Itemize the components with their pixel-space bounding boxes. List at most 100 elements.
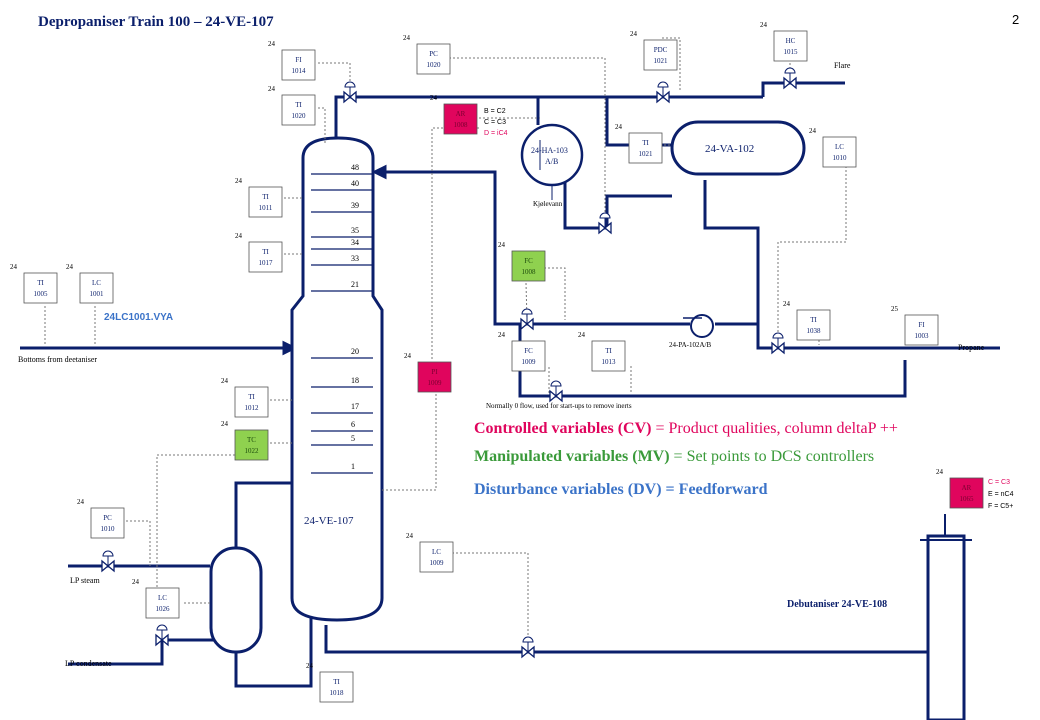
valve-actuator — [344, 81, 356, 88]
tray-number: 48 — [351, 163, 359, 172]
valve-lc1026[interactable] — [155, 624, 169, 647]
instruments: 24FI101424TI102024PC102024AR100824PDC102… — [10, 21, 984, 703]
valve-hot-bypass[interactable] — [598, 212, 612, 235]
instrument-area-prefix: 24 — [403, 34, 411, 42]
instrument-tag: TI — [37, 279, 44, 287]
instrument-box — [796, 309, 831, 341]
instrument-number: 1038 — [807, 327, 822, 335]
condenser-label: 24-HA-103 — [531, 146, 568, 155]
cooling-water-label: Kjølevann — [533, 200, 563, 208]
valve-actuator — [102, 550, 114, 557]
instrument-tag: FI — [295, 56, 302, 64]
instrument-number: 1009 — [522, 358, 537, 366]
instrument-number: 1013 — [602, 358, 617, 366]
instrument-box — [904, 314, 939, 346]
lc1001-tag-label: 24LC1001.VYA — [104, 312, 173, 323]
instrument-box — [417, 361, 452, 393]
instrument-lc1001[interactable]: 24LC1001 — [66, 263, 114, 304]
instrument-box — [23, 272, 58, 304]
ar1008-notes: B = C2 C = C3 D = iC4 — [484, 108, 508, 137]
startup-note: Normally 0 flow, used for start-ups to r… — [486, 402, 632, 410]
pump-label: 24-PA-102A/B — [669, 341, 711, 349]
lp-steam-label: LP steam — [70, 576, 100, 585]
feed-label: Bottoms from deetaniser — [18, 355, 97, 364]
valve-lc1009[interactable] — [521, 636, 535, 659]
instrument-tag: TI — [333, 678, 340, 686]
legend-cv-rest: = Product qualities, column deltaP ++ — [651, 420, 897, 437]
instrument-number: 1011 — [259, 204, 273, 212]
valve-pc1010[interactable] — [101, 550, 115, 573]
valve-hc1015[interactable] — [783, 67, 797, 90]
legend-dv-bold: Disturbance variables (DV) — [474, 481, 662, 498]
instrument-tag: TI — [295, 101, 302, 109]
instrument-box — [643, 39, 678, 71]
lp-condensate-line — [68, 638, 214, 666]
instrument-tag: FI — [918, 321, 925, 329]
instrument-tag: TI — [642, 139, 649, 147]
reboiler — [209, 546, 263, 654]
valve-fc1009[interactable] — [549, 380, 563, 403]
instrument-box — [822, 136, 857, 168]
valve-pdc1021[interactable] — [656, 81, 670, 104]
instrument-tag: TI — [262, 193, 269, 201]
flare-line — [761, 81, 845, 97]
valve-pc1020[interactable] — [343, 81, 357, 104]
bottoms-line — [324, 625, 950, 654]
instrument-tag: TI — [248, 393, 255, 401]
instrument-number: 1021 — [654, 57, 669, 65]
instrument-area-prefix: 24 — [760, 21, 768, 29]
valve-actuator — [772, 332, 784, 339]
instrument-box — [416, 43, 451, 75]
instrument-area-prefix: 24 — [404, 352, 412, 360]
instrument-number: 1018 — [330, 689, 345, 697]
instrument-number: 1012 — [245, 404, 260, 412]
ar1065-note-e: E = nC4 — [988, 491, 1014, 498]
instrument-box — [145, 587, 180, 619]
valve-fc1008[interactable] — [520, 308, 534, 331]
column-label: 24-VE-107 — [304, 515, 354, 527]
instrument-area-prefix: 24 — [77, 498, 85, 506]
instrument-number: 1010 — [833, 154, 848, 162]
instrument-box — [591, 340, 626, 372]
instrument-box — [511, 250, 546, 282]
valve-lc1010[interactable] — [771, 332, 785, 355]
tray-number: 34 — [351, 238, 359, 247]
instrument-tag: LC — [432, 548, 441, 556]
instrument-number: 1014 — [292, 67, 307, 75]
instrument-area-prefix: 24 — [498, 241, 506, 249]
instrument-number: 1003 — [915, 332, 930, 340]
instrument-number: 1020 — [292, 112, 307, 120]
tray-number: 1 — [351, 462, 355, 471]
instrument-area-prefix: 24 — [10, 263, 18, 271]
control-valves — [101, 67, 797, 659]
instrument-number: 1009 — [428, 379, 443, 387]
instrument-area-prefix: 24 — [235, 177, 243, 185]
ar1065-note-c: C = C3 — [988, 479, 1010, 486]
valve-actuator — [522, 636, 534, 643]
